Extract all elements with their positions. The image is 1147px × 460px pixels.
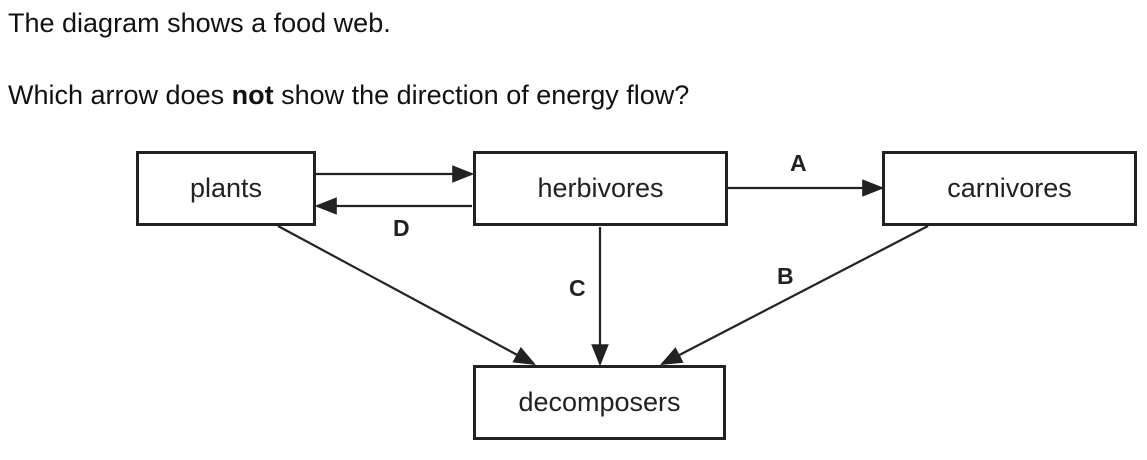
herbivores-box: herbivores	[473, 151, 728, 226]
arrow-b	[660, 225, 929, 366]
question-emphasis: not	[231, 80, 274, 110]
arrow-plants-to-decomposers	[277, 225, 536, 366]
label-c: C	[569, 275, 586, 301]
plants-box: plants	[136, 151, 316, 226]
question-text: Which arrow does not show the direction …	[8, 78, 689, 112]
decomposers-box: decomposers	[473, 365, 726, 440]
question-before: Which arrow does	[8, 80, 232, 110]
label-d: D	[393, 215, 410, 241]
label-a: A	[790, 150, 807, 176]
question-after: show the direction of energy flow?	[273, 80, 690, 110]
carnivores-box: carnivores	[882, 151, 1137, 226]
intro-text: The diagram shows a food web.	[8, 8, 391, 38]
label-b: B	[777, 263, 794, 289]
